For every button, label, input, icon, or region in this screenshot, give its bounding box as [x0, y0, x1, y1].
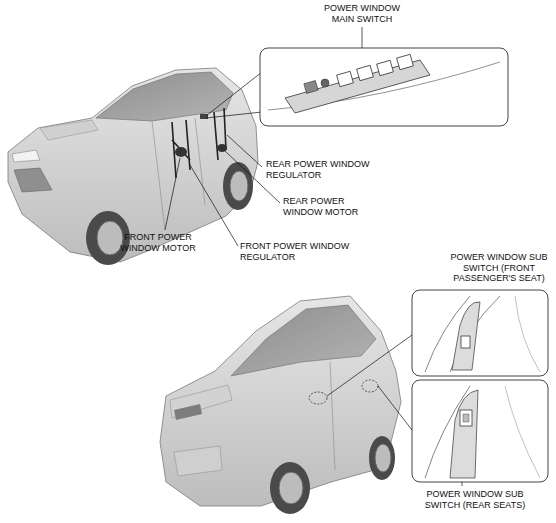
leader-lines [327, 335, 412, 430]
part-label: REAR POWER WINDOW REGULATOR [266, 159, 374, 180]
sub-switch-front-inset [412, 290, 548, 376]
part-label: REAR POWER WINDOW MOTOR [283, 196, 383, 217]
part-label: POWER WINDOW SUB SWITCH (FRONT PASSENGER… [448, 252, 550, 284]
part-label: POWER WINDOW MAIN SWITCH [318, 3, 406, 24]
main-switch-inset [260, 48, 508, 126]
part-label: FRONT POWER WINDOW REGULATOR [240, 241, 352, 262]
part-label: FRONT POWER WINDOW MOTOR [110, 232, 206, 253]
part-label: POWER WINDOW SUB SWITCH (REAR SEATS) [410, 489, 540, 510]
sub-switch-rear-inset [412, 380, 548, 486]
front-car [8, 68, 258, 265]
rear-car [160, 296, 401, 514]
